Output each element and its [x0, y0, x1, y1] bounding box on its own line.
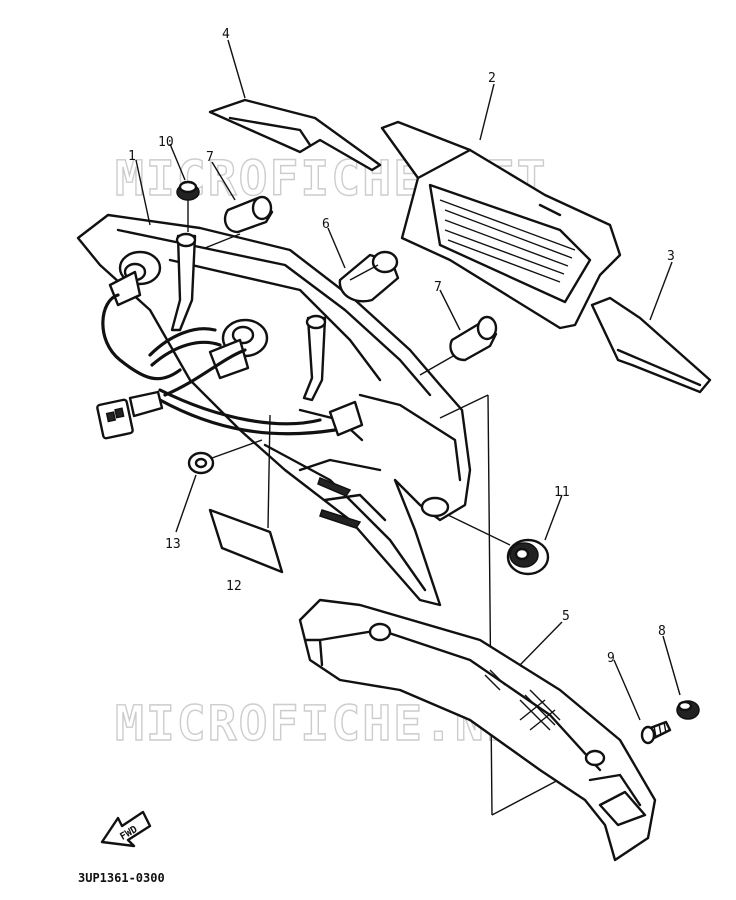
socket-right	[328, 400, 364, 437]
part-3-reflector	[590, 296, 712, 394]
drawing-code: 3UP1361-0300	[78, 871, 165, 885]
callout-10: 10	[158, 135, 174, 150]
callout-12: 12	[226, 579, 242, 594]
callout-7-lower: 7	[434, 280, 442, 295]
callout-3: 3	[667, 249, 675, 264]
part-4-cover	[208, 98, 382, 172]
callout-7-upper: 7	[206, 150, 214, 165]
part-9-screw	[640, 720, 672, 745]
wiring-harness	[101, 293, 337, 436]
fwd-arrow-icon: FWD	[100, 810, 152, 848]
part-13-nut	[187, 439, 263, 475]
callout-2: 2	[488, 71, 496, 86]
connector	[96, 390, 164, 440]
part-11-grommet	[447, 514, 550, 576]
leader-lines	[135, 39, 681, 721]
callout-6: 6	[322, 217, 330, 232]
part-5-lower-cover	[298, 598, 657, 862]
part-7-bulb-upper	[204, 195, 274, 249]
callout-5: 5	[562, 609, 570, 624]
part-10-grommet	[176, 180, 200, 232]
callout-9: 9	[607, 651, 615, 666]
callout-1: 1	[128, 149, 136, 164]
callout-11: 11	[554, 485, 570, 500]
part-7-bulb-lower	[419, 315, 498, 376]
mount-posts	[170, 232, 327, 402]
part-12-pad	[208, 414, 284, 574]
part-6-bulb	[338, 250, 400, 303]
part-8-collar	[676, 700, 700, 720]
callout-4: 4	[222, 27, 230, 42]
part-2-taillight-lens	[380, 120, 622, 330]
callout-13: 13	[165, 537, 181, 552]
callout-8: 8	[658, 624, 666, 639]
